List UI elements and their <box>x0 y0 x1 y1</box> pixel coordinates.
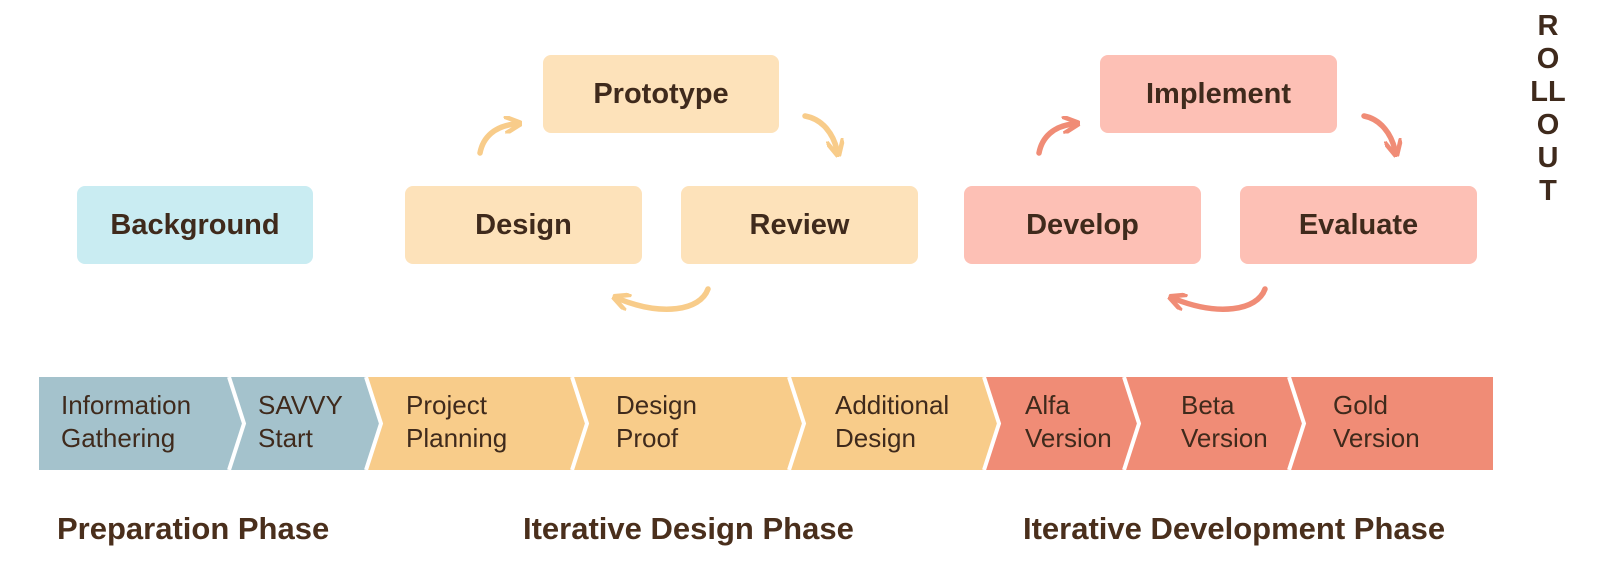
evaluate-box: Evaluate <box>1240 186 1477 264</box>
prototype-box: Prototype <box>543 55 779 133</box>
prototype-label: Prototype <box>593 77 729 110</box>
arrow-implement-to-evaluate <box>1361 113 1395 150</box>
step-design-proof: Design Proof <box>616 390 697 453</box>
arrow-prototype-to-review <box>802 113 837 150</box>
step-beta-version: Beta Version <box>1181 390 1268 453</box>
arrow-design-to-prototype <box>477 124 515 156</box>
chevron-additional-design <box>789 377 999 470</box>
development-phase-label: Iterative Development Phase <box>1023 511 1446 546</box>
chevron-alfa-version <box>984 377 1139 470</box>
arrow-evaluate-to-develop <box>1175 286 1268 312</box>
chevron-gold-version <box>1289 377 1493 470</box>
step-additional-design: Additional Design <box>835 390 950 453</box>
chevron-design-proof <box>572 377 804 470</box>
chevron-beta-version <box>1124 377 1304 470</box>
chevron-savvy-start <box>229 377 381 470</box>
step-alfa-version: Alfa Version <box>1025 390 1112 453</box>
evaluate-label: Evaluate <box>1298 208 1419 241</box>
review-box: Review <box>681 186 918 264</box>
develop-box: Develop <box>964 186 1201 264</box>
step-project-planning: Project Planning <box>406 390 508 453</box>
background-label: Background <box>110 208 280 241</box>
chevron-information-gathering <box>39 377 244 470</box>
implement-label: Implement <box>1145 77 1292 110</box>
design-box: Design <box>405 186 642 264</box>
step-gold-version: Gold Version <box>1333 390 1420 453</box>
design-label: Design <box>475 208 572 241</box>
implement-box: Implement <box>1100 55 1337 133</box>
design-phase-label: Iterative Design Phase <box>523 511 854 546</box>
step-information-gathering: Information Gathering <box>61 390 192 453</box>
chevron-project-planning <box>366 377 587 470</box>
preparation-phase-label: Preparation Phase <box>57 511 330 546</box>
review-label: Review <box>749 208 850 241</box>
step-savvy-start: SAVVY Start <box>258 390 343 453</box>
rollout-label: ROLLOUT <box>1530 10 1566 207</box>
background-box: Background <box>77 186 313 264</box>
arrow-develop-to-implement <box>1036 124 1073 156</box>
arrow-review-to-design <box>619 286 711 312</box>
develop-label: Develop <box>1026 208 1139 241</box>
